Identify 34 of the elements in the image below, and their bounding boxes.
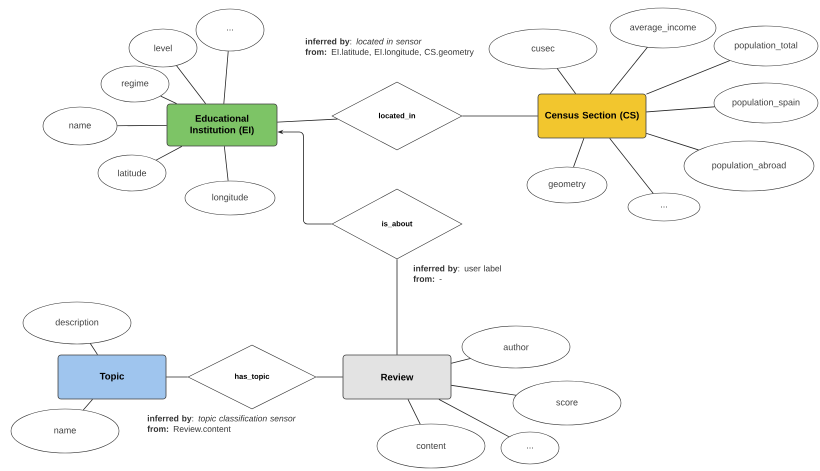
entity-box: Review	[342, 354, 452, 400]
node-label: inferred by: located in sensor	[306, 38, 422, 46]
entity-box: Educational Institution (EI)	[166, 104, 278, 146]
connector-line	[316, 376, 343, 378]
connector-line	[573, 138, 584, 168]
connector-line	[82, 399, 93, 410]
entity-box: Census Section (CS)	[538, 94, 646, 138]
entity-box: Topic	[58, 354, 166, 400]
connector-line	[556, 68, 576, 94]
connector-line	[396, 258, 398, 355]
connector-line	[408, 399, 421, 425]
node-label: from: EI.latitude, EI.longitude, CS.geometry	[305, 48, 474, 57]
connector-line	[166, 376, 188, 378]
relationship-note: inferred by: user label from: -	[413, 265, 501, 282]
connector-line	[116, 124, 168, 126]
connector-line	[646, 60, 730, 95]
connector-line	[646, 106, 716, 112]
connector-line	[609, 138, 654, 194]
node-label: inferred by: topic classification sensor	[148, 415, 296, 424]
connector-line	[176, 65, 206, 104]
node-label: from: Review.content	[147, 426, 231, 432]
connector-line	[610, 47, 648, 94]
connector-line	[277, 118, 338, 123]
connector-line	[223, 50, 229, 104]
connector-line	[451, 358, 471, 364]
connector-line	[224, 146, 229, 182]
connector-line	[90, 343, 98, 355]
connector-line	[438, 399, 510, 438]
relationship-note: inferred by: located in sensor from: EI.latitude, EI.longitude, CS.geometry	[305, 38, 474, 57]
connector-line	[160, 96, 178, 104]
relationship-note: inferred by: topic classification sensor from: Review.content	[147, 415, 296, 432]
connector-line	[646, 132, 699, 150]
connector-line	[451, 384, 517, 396]
connector-line	[156, 146, 182, 160]
